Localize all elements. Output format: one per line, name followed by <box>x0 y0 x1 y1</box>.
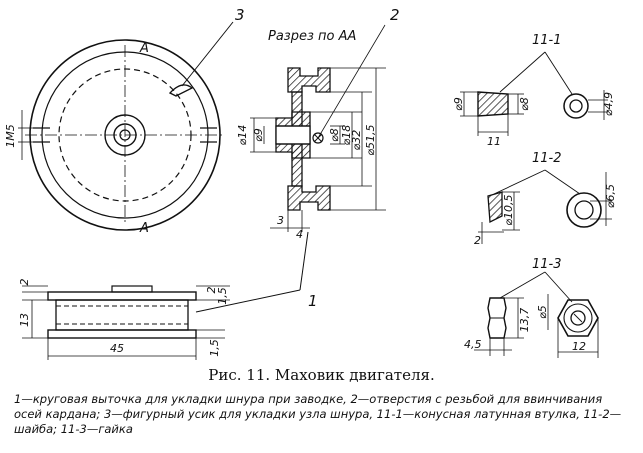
dim-h13: 13 <box>18 313 31 327</box>
part-11-2 <box>478 169 612 244</box>
washer-face <box>566 192 602 228</box>
dim-d18: ⌀18 <box>340 125 353 146</box>
side-rim-bottom <box>47 329 197 339</box>
whisker-feature <box>168 84 194 97</box>
washer-side <box>487 191 503 224</box>
groove-band <box>55 299 189 331</box>
dim-top-2a: 2 <box>18 279 31 286</box>
dim-top-2b: 2 <box>205 287 218 294</box>
callout-1: 1 <box>308 292 318 310</box>
callout-2: 2 <box>390 6 400 24</box>
dim-d9: ⌀9 <box>252 128 265 142</box>
dim-11-3-s12: 12 <box>572 340 586 353</box>
dim-top-15: 1,5 <box>216 287 229 305</box>
part-11-2-title: 11-2 <box>532 151 562 166</box>
section-view <box>275 67 331 211</box>
axis-label-bottom: A <box>139 221 149 236</box>
axis-label-top: A <box>139 41 149 56</box>
dim-11-2-d105: ⌀10,5 <box>502 194 515 225</box>
dim-w4: 4 <box>296 228 303 241</box>
figure-caption: 1—круговая выточка для укладки шнура при… <box>14 392 622 436</box>
part-11-1-title: 11-1 <box>532 33 562 48</box>
threaded-hole-right <box>200 127 217 143</box>
threaded-hole-left <box>33 127 50 143</box>
dim-11-1-d8: ⌀8 <box>518 97 531 111</box>
dim-d515: ⌀51,5 <box>364 124 377 155</box>
callout-3: 3 <box>235 6 245 24</box>
dim-11-1-d49: ⌀4,9 <box>602 92 615 116</box>
dim-11-3-d5: ⌀5 <box>536 305 549 319</box>
dim-11-2-d65: ⌀6,5 <box>604 184 617 208</box>
bushing-end <box>563 93 589 119</box>
part-11-1 <box>460 51 608 136</box>
dim-11-3-h137: 13,7 <box>518 308 531 333</box>
dim-11-2-t: 2 <box>474 234 481 247</box>
dim-w3: 3 <box>277 214 284 227</box>
part-11-3 <box>474 271 599 358</box>
dim-d8: ⌀8 <box>328 128 341 142</box>
dim-bottom-15: 1,5 <box>208 339 221 357</box>
dim-11-1-len: 11 <box>487 135 501 148</box>
part-11-3-title: 11-3 <box>532 257 562 272</box>
dim-11-3-t45: 4,5 <box>464 338 482 351</box>
section-label: Разрез по АА <box>268 29 356 44</box>
bushing-side <box>477 91 509 117</box>
section-dim-lines <box>250 24 386 232</box>
front-view <box>18 21 234 231</box>
side-rim-top <box>47 291 197 301</box>
dim-d14: ⌀14 <box>236 125 249 146</box>
figure-title: Рис. 11. Маховик двигателя. <box>208 366 435 384</box>
technical-drawing: A A 1M5 3 Разрез по АА 2 <box>4 6 617 362</box>
dim-d32: ⌀32 <box>350 130 363 151</box>
dim-11-1-d9: ⌀9 <box>452 97 465 111</box>
thread-dim: 1M5 <box>4 124 17 148</box>
side-view <box>22 231 309 362</box>
dim-w45: 45 <box>110 342 124 355</box>
